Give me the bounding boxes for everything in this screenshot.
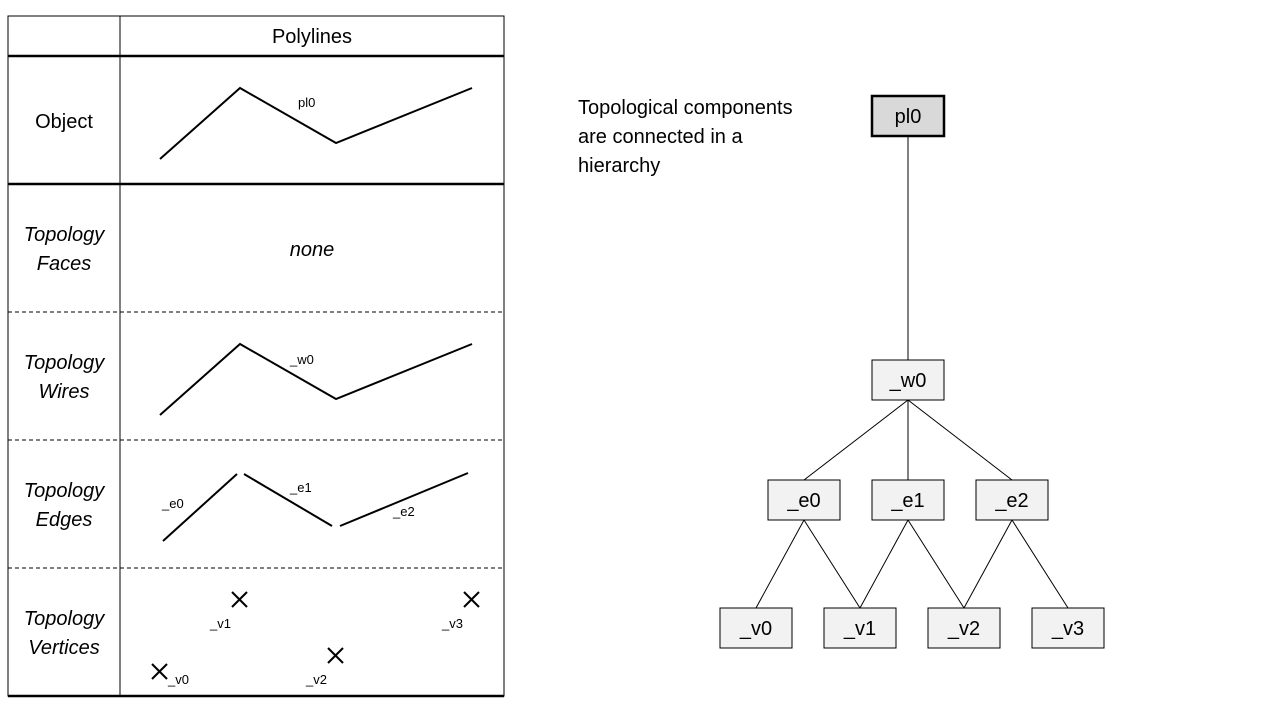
connector-e0-v1 — [803, 519, 861, 609]
vertex-mark-v0 — [151, 663, 168, 680]
column-header: Polylines — [272, 26, 352, 48]
node-box — [975, 479, 1049, 521]
node-v3: _v3 — [1031, 607, 1105, 649]
node-label: _e0 — [786, 490, 820, 512]
connector-e2-v2 — [963, 519, 1013, 609]
wire-label: _w0 — [289, 352, 314, 367]
tree-connectors — [755, 136, 1069, 609]
node-e0: _e0 — [767, 479, 841, 521]
vertex-label-v0: _v0 — [167, 672, 189, 687]
node-label: _v3 — [1051, 618, 1084, 640]
note-line: are connected in a — [578, 126, 743, 148]
node-box — [767, 479, 841, 521]
node-box — [871, 479, 945, 521]
row-label-edges-line1: Topology — [24, 480, 105, 502]
note-line: Topological components — [578, 97, 793, 119]
row-label-faces-line2: Faces — [37, 253, 91, 275]
node-w0: _w0 — [871, 359, 945, 401]
node-label: _v0 — [739, 618, 772, 640]
note-line: hierarchy — [578, 155, 661, 177]
connector-w0-e2 — [907, 399, 1013, 481]
row-label-object: Object — [35, 111, 93, 133]
vertex-label-v3: _v3 — [441, 616, 463, 631]
row-label-wires-line2: Wires — [39, 381, 90, 403]
connector-e0-v0 — [755, 519, 805, 609]
node-e1: _e1 — [871, 479, 945, 521]
edge-label-e1: _e1 — [289, 480, 312, 495]
node-label: _e1 — [890, 490, 924, 512]
object-polyline — [159, 86, 473, 160]
node-box — [823, 607, 897, 649]
row-label-wires-line1: Topology — [24, 352, 105, 374]
connector-e2-v3 — [1011, 519, 1069, 609]
vertex-mark-v1 — [231, 591, 248, 608]
edge-segment-e2 — [339, 472, 469, 527]
vertex-label-v1: _v1 — [209, 616, 231, 631]
node-pl0: pl0 — [870, 94, 946, 138]
edge-segment-e0 — [162, 473, 238, 542]
node-label: _v1 — [843, 618, 876, 640]
row-label-faces-line1: Topology — [24, 224, 105, 246]
node-box — [870, 94, 946, 138]
node-box — [927, 607, 1001, 649]
row-label-vertices-line1: Topology — [24, 608, 105, 630]
node-label: _v2 — [947, 618, 980, 640]
hierarchy-tree: pl0 _w0 _e0 _e1 _e2 _v0 _v1 — [719, 94, 1105, 649]
node-box — [719, 607, 793, 649]
edge-label-e0: _e0 — [161, 496, 184, 511]
row-label-vertices-line2: Vertices — [28, 637, 100, 659]
connector-w0-e0 — [803, 399, 909, 481]
object-label: pl0 — [298, 95, 315, 110]
node-box — [871, 359, 945, 401]
node-label: _w0 — [889, 370, 927, 392]
vertex-mark-v2 — [327, 647, 344, 664]
connector-e1-v2 — [907, 519, 965, 609]
node-label: _e2 — [994, 490, 1028, 512]
edge-segment-e1 — [243, 473, 333, 527]
vertex-mark-v3 — [463, 591, 480, 608]
faces-none-text: none — [290, 239, 335, 261]
node-label: pl0 — [895, 106, 922, 128]
topology-table: Polylines Object Topology Faces Topology… — [7, 15, 505, 698]
node-box — [1031, 607, 1105, 649]
vertex-label-v2: _v2 — [305, 672, 327, 687]
edge-label-e2: _e2 — [392, 504, 415, 519]
node-v1: _v1 — [823, 607, 897, 649]
connector-e1-v1 — [859, 519, 909, 609]
wire-polyline — [159, 342, 473, 416]
row-label-edges-line2: Edges — [36, 509, 93, 531]
node-v2: _v2 — [927, 607, 1001, 649]
hierarchy-note: Topological components are connected in … — [578, 94, 838, 181]
node-e2: _e2 — [975, 479, 1049, 521]
node-v0: _v0 — [719, 607, 793, 649]
